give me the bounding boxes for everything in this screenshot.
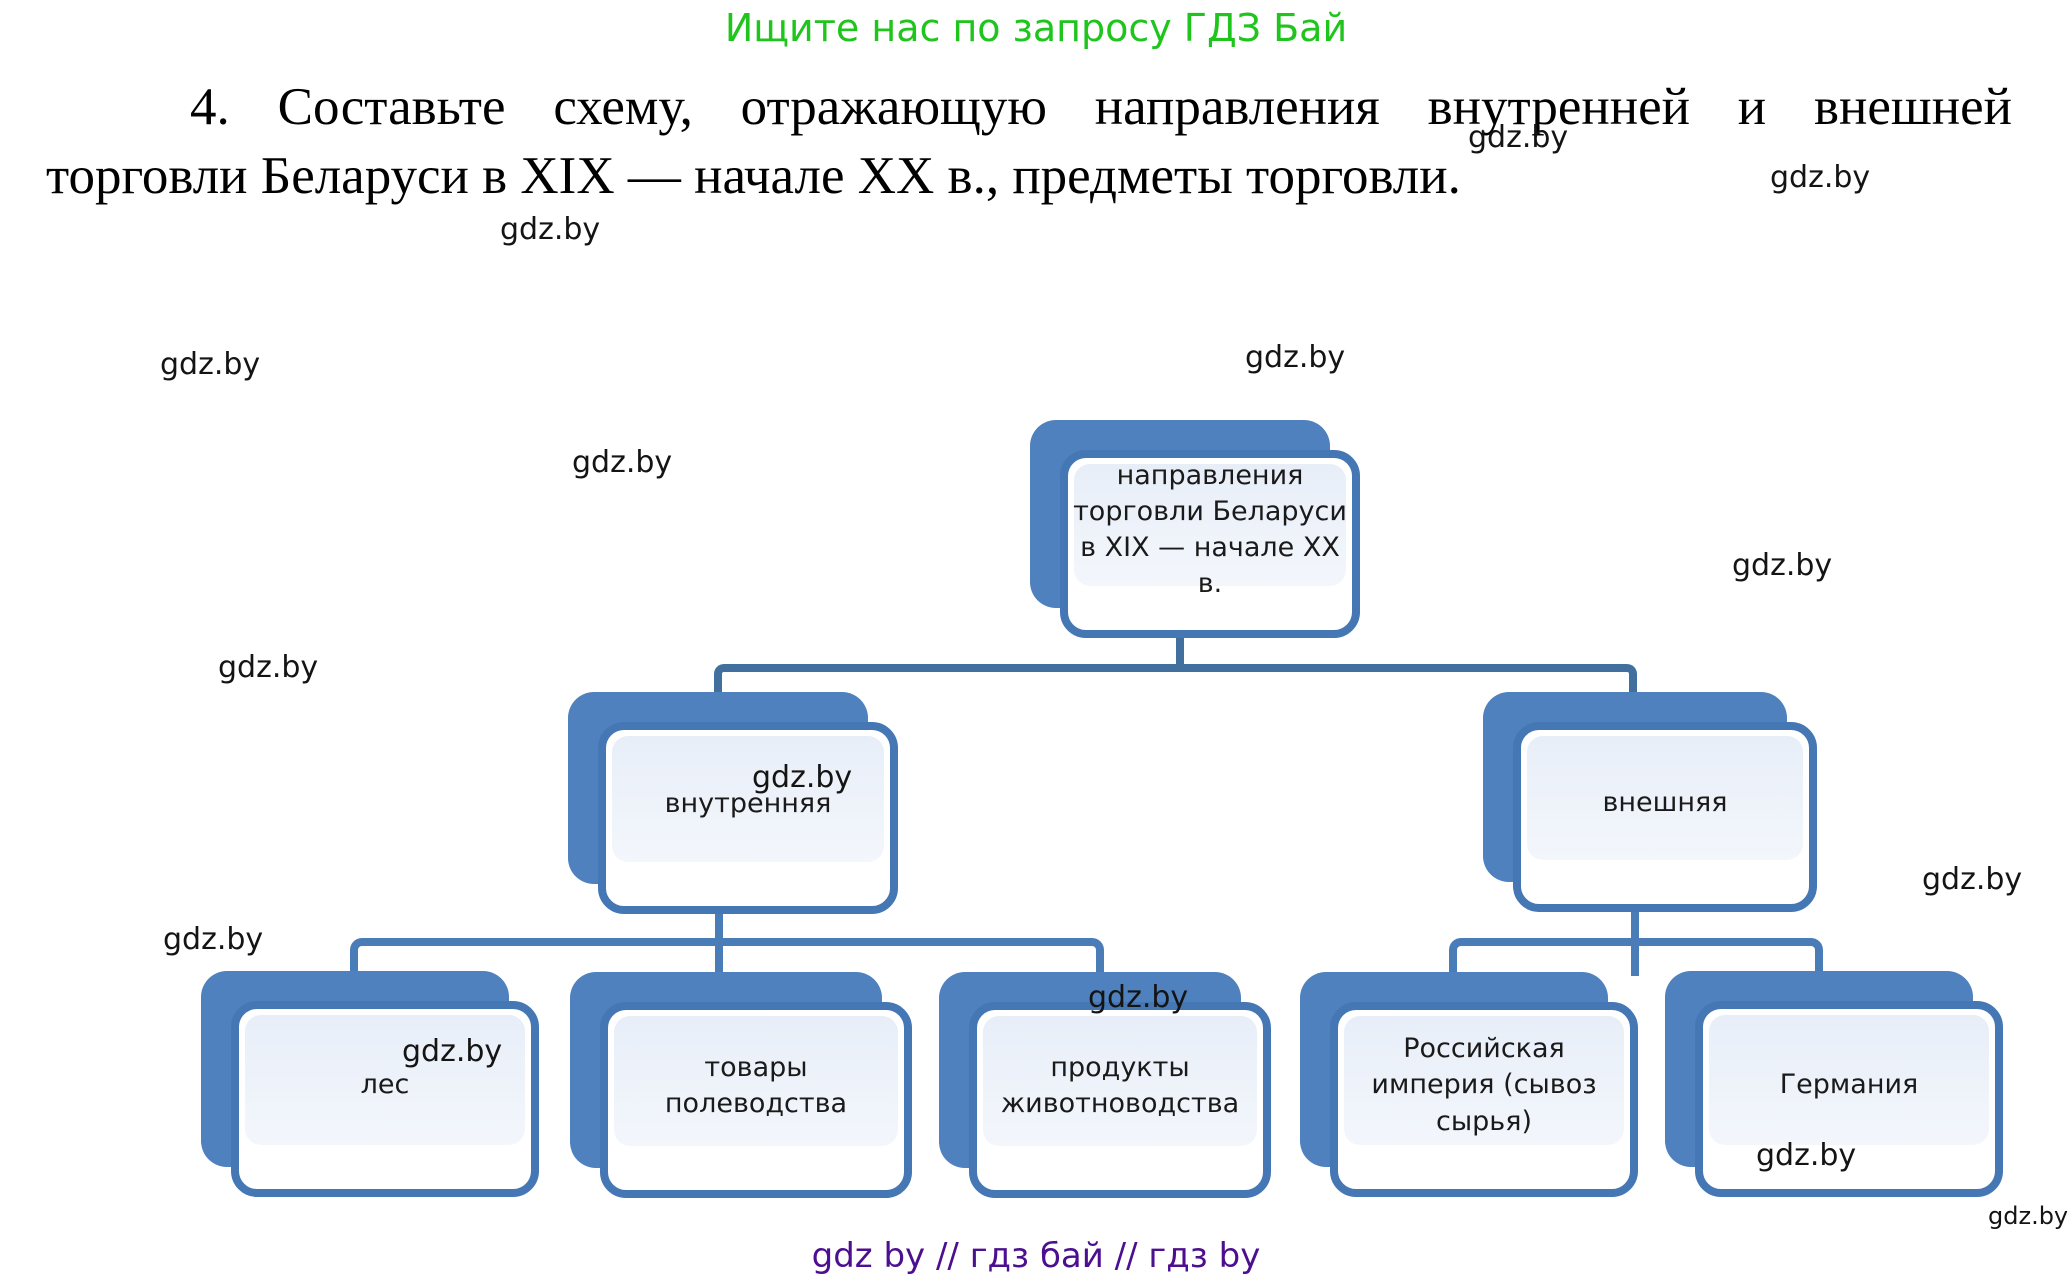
- gdz-watermark: gdz.by: [572, 445, 673, 480]
- connector-root-riser: [1176, 630, 1184, 672]
- node-external-label: внешняя: [1602, 786, 1728, 818]
- connector-internal-bracket: [350, 938, 1104, 976]
- gdz-watermark: gdz.by: [1468, 120, 1569, 155]
- node-produkty-zhivotnovodstva: продукты животноводства: [969, 1002, 1271, 1198]
- gdz-watermark: gdz.by: [402, 1034, 503, 1069]
- footer-watermark: gdz by // гдз бай // гдз by: [811, 1236, 1261, 1276]
- task-text-line2: торговли Беларуси в XIX — начале XX в., …: [46, 147, 1461, 205]
- node-produkty-zhivotnovodstva-label: продукты животноводства: [1000, 1051, 1240, 1119]
- node-les-label: лес: [360, 1068, 410, 1100]
- promo-text: Ищите нас по запросу ГДЗ Бай: [724, 6, 1348, 50]
- gdz-watermark: gdz.by: [1756, 1138, 1857, 1173]
- node-tovary-polevodstva: товары полеводства: [600, 1002, 912, 1198]
- node-rossiyskaya-imperiya: Российская империя (сывоз сырья): [1330, 1002, 1638, 1197]
- gdz-watermark: gdz.by: [160, 347, 261, 382]
- node-root-label: направления торговли Беларуси в XIX — на…: [1073, 459, 1347, 600]
- gdz-watermark: gdz.by: [1988, 1202, 2069, 1230]
- task-text-line1: 4. Составьте схему, отражающую направлен…: [190, 78, 2012, 136]
- gdz-watermark: gdz.by: [752, 760, 853, 795]
- gdz-watermark: gdz.by: [218, 650, 319, 685]
- node-external: внешняя: [1513, 722, 1817, 912]
- node-rossiyskaya-imperiya-label: Российская империя (сывоз сырья): [1371, 1033, 1597, 1137]
- gdz-watermark: gdz.by: [1770, 160, 1871, 195]
- gdz-watermark: gdz.by: [1245, 340, 1346, 375]
- node-les: лес: [231, 1001, 539, 1197]
- node-tovary-polevodstva-label: товары полеводства: [664, 1051, 848, 1119]
- connector-external-bracket: [1449, 938, 1823, 976]
- node-internal: внутренняя: [598, 722, 898, 914]
- node-internal-label: внутренняя: [664, 787, 832, 819]
- node-root: направления торговли Беларуси в XIX — на…: [1060, 450, 1360, 638]
- gdz-watermark: gdz.by: [1732, 548, 1833, 583]
- gdz-watermark: gdz.by: [163, 922, 264, 957]
- node-germaniya-label: Германия: [1779, 1068, 1919, 1100]
- gdz-watermark: gdz.by: [1922, 862, 2023, 897]
- gdz-watermark: gdz.by: [1088, 980, 1189, 1015]
- connector-root-bracket: [714, 664, 1637, 700]
- node-germaniya: Германия: [1695, 1001, 2003, 1197]
- gdz-watermark: gdz.by: [500, 212, 601, 247]
- node-root-fill: [1074, 464, 1346, 586]
